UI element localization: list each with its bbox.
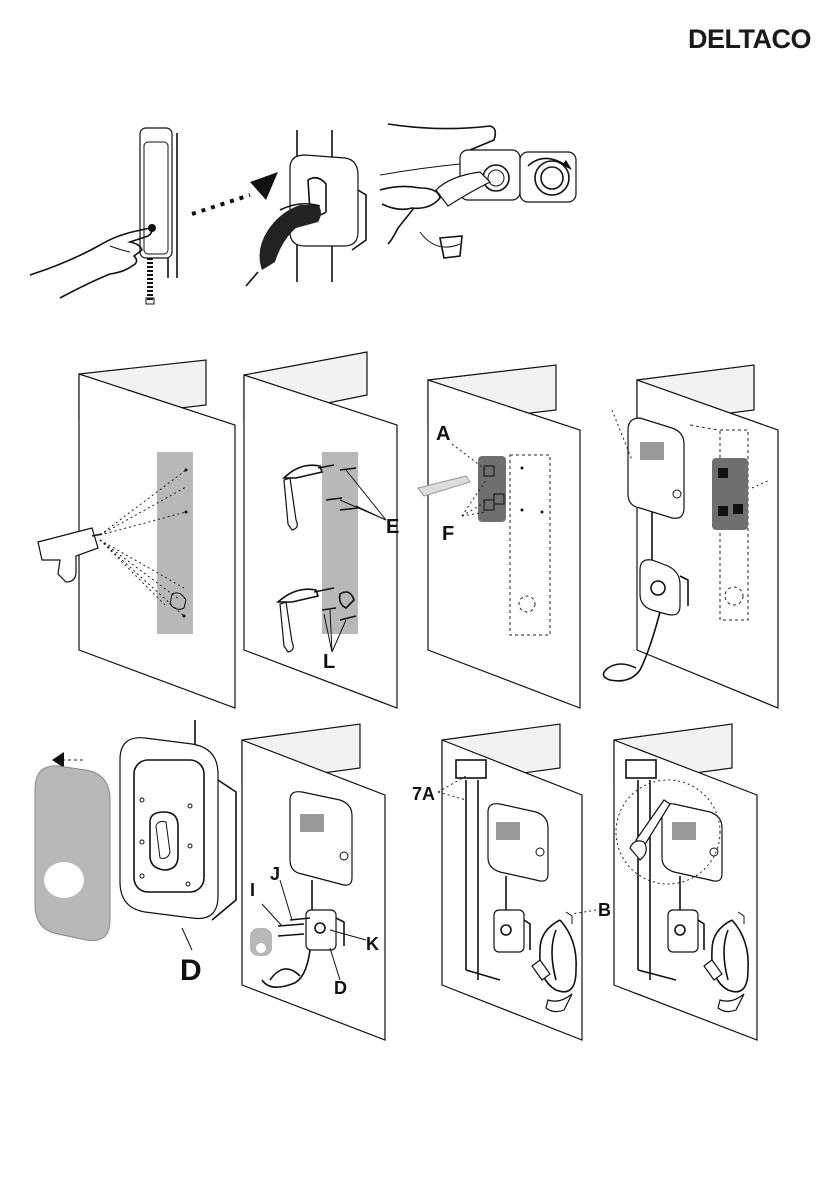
- step-plug-car: [380, 124, 576, 258]
- step-attach-charger: [603, 365, 778, 708]
- step-insert-plugs: E L: [244, 352, 399, 708]
- step-press-button: [30, 128, 177, 304]
- label-i: I: [250, 880, 255, 900]
- label-a: A: [436, 423, 450, 445]
- label-l: L: [323, 651, 335, 673]
- label-d-small: D: [334, 978, 347, 998]
- arrow-to-socket: [192, 172, 278, 214]
- label-d-large: D: [180, 954, 202, 987]
- step-cable-route: 7A B: [412, 724, 611, 1040]
- label-e: E: [386, 516, 399, 538]
- step-finish: [614, 724, 757, 1040]
- label-k: K: [366, 934, 379, 954]
- step-screw-holder: I J K D: [242, 724, 385, 1040]
- label-7a: 7A: [412, 784, 435, 804]
- label-f: F: [442, 523, 454, 545]
- step-holder-gasket: D: [35, 720, 236, 987]
- label-b: B: [598, 900, 611, 920]
- label-j: J: [270, 864, 280, 884]
- step-drill-holes: [38, 360, 235, 708]
- step-plug-holder: [246, 130, 366, 286]
- step-mount-bracket: A F: [418, 365, 580, 708]
